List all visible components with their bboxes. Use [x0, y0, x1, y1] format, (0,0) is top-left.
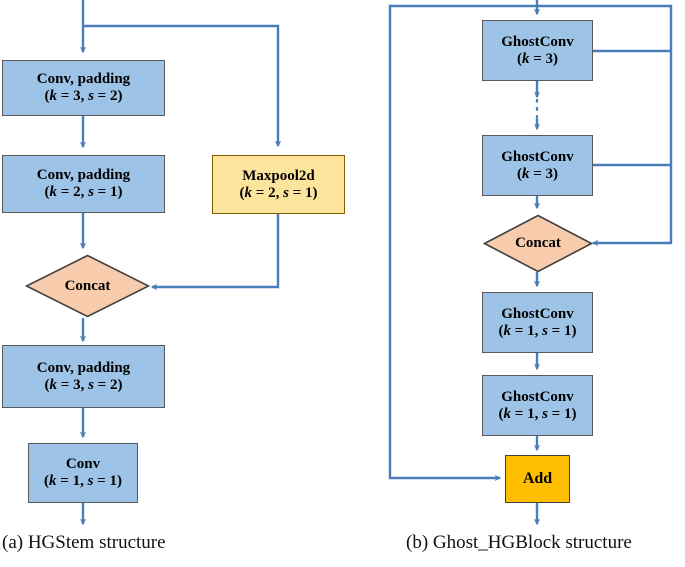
node-line2: (k = 2, s = 1): [44, 184, 123, 200]
node-line2: (k = 3): [516, 165, 559, 182]
node-maxpool2d[interactable]: Maxpool2d (k = 2, s = 1): [212, 155, 345, 214]
node-line1: Maxpool2d: [242, 167, 315, 184]
node-conv-k3-s2-top[interactable]: Conv, padding (k = 3, s = 2): [2, 60, 165, 116]
node-line1: GhostConv: [501, 388, 574, 405]
node-add[interactable]: Add: [505, 455, 570, 503]
node-line2: (k = 3): [516, 50, 559, 67]
node-line1: Add: [522, 470, 553, 488]
caption-panel-a: (a) HGStem structure: [2, 532, 166, 553]
node-line1: Concat: [64, 277, 111, 294]
node-line2: (k = 2, s = 1): [239, 184, 318, 201]
node-line2: (k = 3, s = 2): [44, 376, 123, 393]
caption-panel-b: (b) Ghost_HGBlock structure: [406, 532, 632, 553]
node-ghostconv-k1-s1-second[interactable]: GhostConv (k = 1, s = 1): [482, 375, 593, 436]
node-line1: GhostConv: [501, 305, 574, 322]
wire-maxpool-to-concat: [150, 214, 280, 291]
node-line2: (k = 1, s = 1): [498, 322, 577, 339]
node-ghostconv-k1-s1-first[interactable]: GhostConv (k = 1, s = 1): [482, 292, 593, 353]
node-conv-k2-s1[interactable]: Conv, padding (k = 2, s = 1): [2, 155, 165, 213]
node-line1: Conv, padding: [36, 71, 131, 88]
diamond-shape: [25, 254, 150, 318]
node-ghostconv-k3-first[interactable]: GhostConv (k = 3): [482, 20, 593, 81]
node-line1: Concat: [515, 235, 561, 251]
node-line2: (k = 3, s = 2): [44, 88, 123, 104]
node-conv-k1-s1[interactable]: Conv (k = 1, s = 1): [28, 443, 138, 503]
node-concat-b[interactable]: Concat: [483, 214, 593, 273]
node-line1: GhostConv: [501, 33, 574, 50]
node-ghostconv-k3-last[interactable]: GhostConv (k = 3): [482, 135, 593, 196]
node-line1: Conv, padding: [36, 359, 131, 376]
node-line2: (k = 1, s = 1): [498, 405, 577, 422]
node-line1: Conv, padding: [36, 167, 131, 184]
node-conv-k3-s2-bottom[interactable]: Conv, padding (k = 3, s = 2): [2, 345, 165, 408]
node-line2: (k = 1, s = 1): [44, 473, 122, 489]
node-concat-a[interactable]: Concat: [25, 254, 150, 318]
node-line1: Conv: [65, 456, 101, 473]
node-line1: GhostConv: [501, 148, 574, 165]
